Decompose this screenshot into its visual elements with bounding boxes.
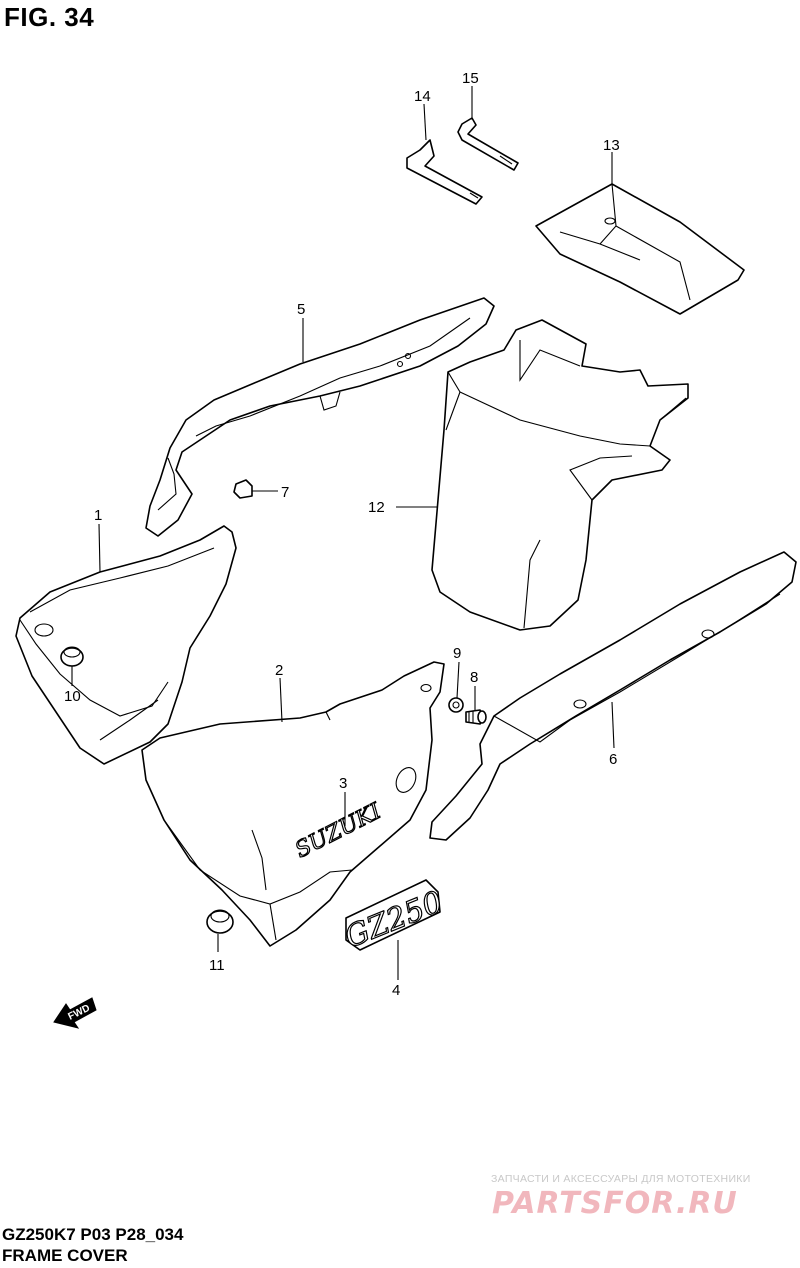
callout-2: 2 <box>275 662 283 679</box>
callout-5: 5 <box>297 301 305 318</box>
tool-bag-13[interactable] <box>535 183 745 315</box>
battery-box-12[interactable] <box>431 319 689 631</box>
leader-1 <box>98 523 101 573</box>
frame-cover-upper-5[interactable] <box>145 297 495 537</box>
callout-12: 12 <box>368 499 385 516</box>
figure-title: FIG. 34 <box>4 2 95 32</box>
callout-13: 13 <box>603 137 620 154</box>
washer-9[interactable] <box>448 697 464 713</box>
frame-cover-lower-6[interactable] <box>429 551 797 841</box>
callout-10: 10 <box>64 688 81 705</box>
callout-9: 9 <box>453 645 461 662</box>
callout-8: 8 <box>470 669 478 686</box>
frame-cover-right-2[interactable]: SUZUKI <box>141 661 445 947</box>
hex-wrench-14[interactable] <box>406 139 483 205</box>
grommet-10[interactable] <box>60 646 84 667</box>
forward-arrow-icon: FWD <box>53 997 97 1029</box>
watermark-caption: ЗАПЧАСТИ И АКСЕССУАРЫ ДЛЯ МОТОТЕХНИКИ <box>491 1173 751 1185</box>
grommet-11[interactable] <box>206 909 234 934</box>
clip-7[interactable] <box>233 479 253 499</box>
leader-9 <box>456 661 460 699</box>
callout-4: 4 <box>392 982 400 999</box>
figure-name: FRAME COVER <box>2 1246 128 1265</box>
frame-cover-left-1[interactable] <box>15 525 237 765</box>
callout-1: 1 <box>94 507 102 524</box>
screw-8[interactable] <box>465 709 487 725</box>
watermark-brand: PARTSFOR.RU <box>492 1186 738 1221</box>
callout-7: 7 <box>281 484 289 501</box>
callout-11: 11 <box>209 957 225 974</box>
model-emblem-4[interactable]: GZ250 <box>339 879 448 956</box>
callout-14: 14 <box>414 88 431 105</box>
figure-code: GZ250K7 P03 P28_034 <box>2 1225 184 1244</box>
callout-6: 6 <box>609 751 617 768</box>
callout-3: 3 <box>339 775 347 792</box>
leader-2 <box>279 677 283 723</box>
leader-14 <box>423 103 427 141</box>
hex-wrench-15[interactable] <box>457 117 519 171</box>
callout-15: 15 <box>462 70 479 87</box>
leader-6 <box>611 701 615 749</box>
